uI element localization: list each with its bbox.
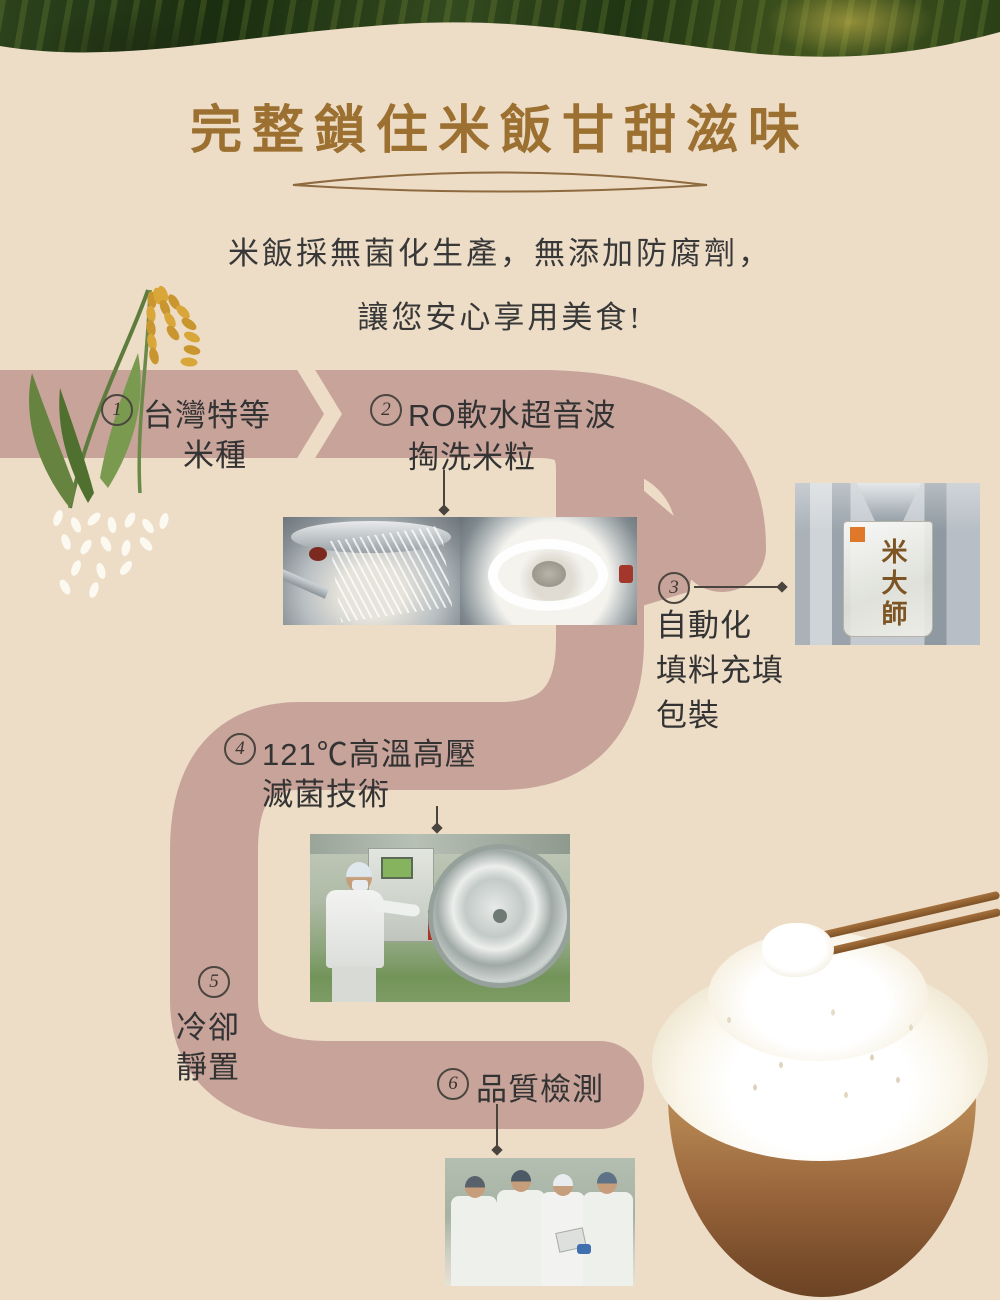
step-3-label: 自動化 <box>656 608 752 643</box>
inspector-2-body <box>497 1190 545 1286</box>
inspector-2-head <box>511 1170 531 1192</box>
step-2-label: RO軟水超音波 <box>408 398 617 433</box>
rice-bowl-photo <box>650 890 1000 1300</box>
step-6-label: 品質檢測 <box>476 1072 604 1107</box>
inspector-4-head <box>597 1172 617 1194</box>
rice-field-header-photo <box>0 0 1000 72</box>
step-5-label: 冷卻 <box>176 1010 240 1045</box>
page-title: 完整鎖住米飯甘甜滋味 <box>189 103 810 160</box>
drum-center <box>532 561 566 587</box>
steel-pipe <box>283 569 329 599</box>
door-hub <box>493 909 507 923</box>
connector-step6-photo <box>496 1104 498 1152</box>
control-screen <box>381 857 413 879</box>
autoclave-door <box>428 844 570 988</box>
red-fitting <box>619 565 633 583</box>
step-5-label-line2: 靜置 <box>176 1050 240 1085</box>
header-wave-decoration <box>0 22 1000 72</box>
worker-legs <box>332 966 376 1002</box>
packaging-machine-photo: 米大師 <box>795 483 980 645</box>
step-3-number: 3 <box>658 572 690 604</box>
intro-line-2: 讓您安心享用美食! <box>357 300 643 335</box>
rice-texture <box>690 975 950 1125</box>
step-4-label: 121℃高溫高壓 <box>262 737 477 772</box>
water-spray <box>329 525 453 623</box>
step-1-label: 台灣特等 <box>143 398 271 433</box>
filling-funnel <box>857 483 921 521</box>
quality-inspection-photo <box>445 1158 635 1286</box>
brand-mark-icon <box>850 527 865 542</box>
step-6-number: 6 <box>437 1068 469 1100</box>
grain-cluster <box>146 285 201 367</box>
connector-step2-photo <box>443 470 445 512</box>
divider-flourish-icon <box>292 171 708 193</box>
rice-pouch: 米大師 <box>843 521 933 637</box>
intro-line-1: 米飯採無菌化生產，無添加防腐劑， <box>228 236 772 271</box>
step-5-number: 5 <box>198 966 230 998</box>
step-4-number: 4 <box>224 733 256 765</box>
step-3-label-line2: 填料充填 <box>656 653 784 688</box>
ultrasonic-washing-photo <box>460 517 637 625</box>
connector-step3-photo <box>694 586 782 588</box>
scattered-rice-grains <box>53 510 169 598</box>
connector-step4-photo <box>436 806 438 830</box>
step-2-label-line2: 掏洗米粒 <box>408 440 536 475</box>
inspector-1-body <box>451 1196 497 1286</box>
sterilization-machine-photo <box>310 834 570 1002</box>
step-1-label-line2: 米種 <box>183 438 247 473</box>
inspector-1-head <box>465 1176 485 1198</box>
red-valve-knob <box>309 547 327 561</box>
blue-glove <box>577 1244 591 1254</box>
pouch-brand-label: 米大師 <box>878 538 907 631</box>
step-3-label-line3: 包裝 <box>656 698 720 733</box>
foam-ring <box>488 539 608 611</box>
rice-stalk-illustration <box>29 285 201 598</box>
worker-mask <box>352 880 368 890</box>
rice-clump <box>762 923 834 977</box>
step-1-number: 1 <box>101 394 133 426</box>
step-2-number: 2 <box>370 394 402 426</box>
inspector-4-body <box>583 1192 633 1286</box>
inspector-3-head <box>553 1174 573 1196</box>
step-4-label-line2: 滅菌技術 <box>262 777 390 812</box>
rice-washing-drum-photo <box>283 517 460 625</box>
